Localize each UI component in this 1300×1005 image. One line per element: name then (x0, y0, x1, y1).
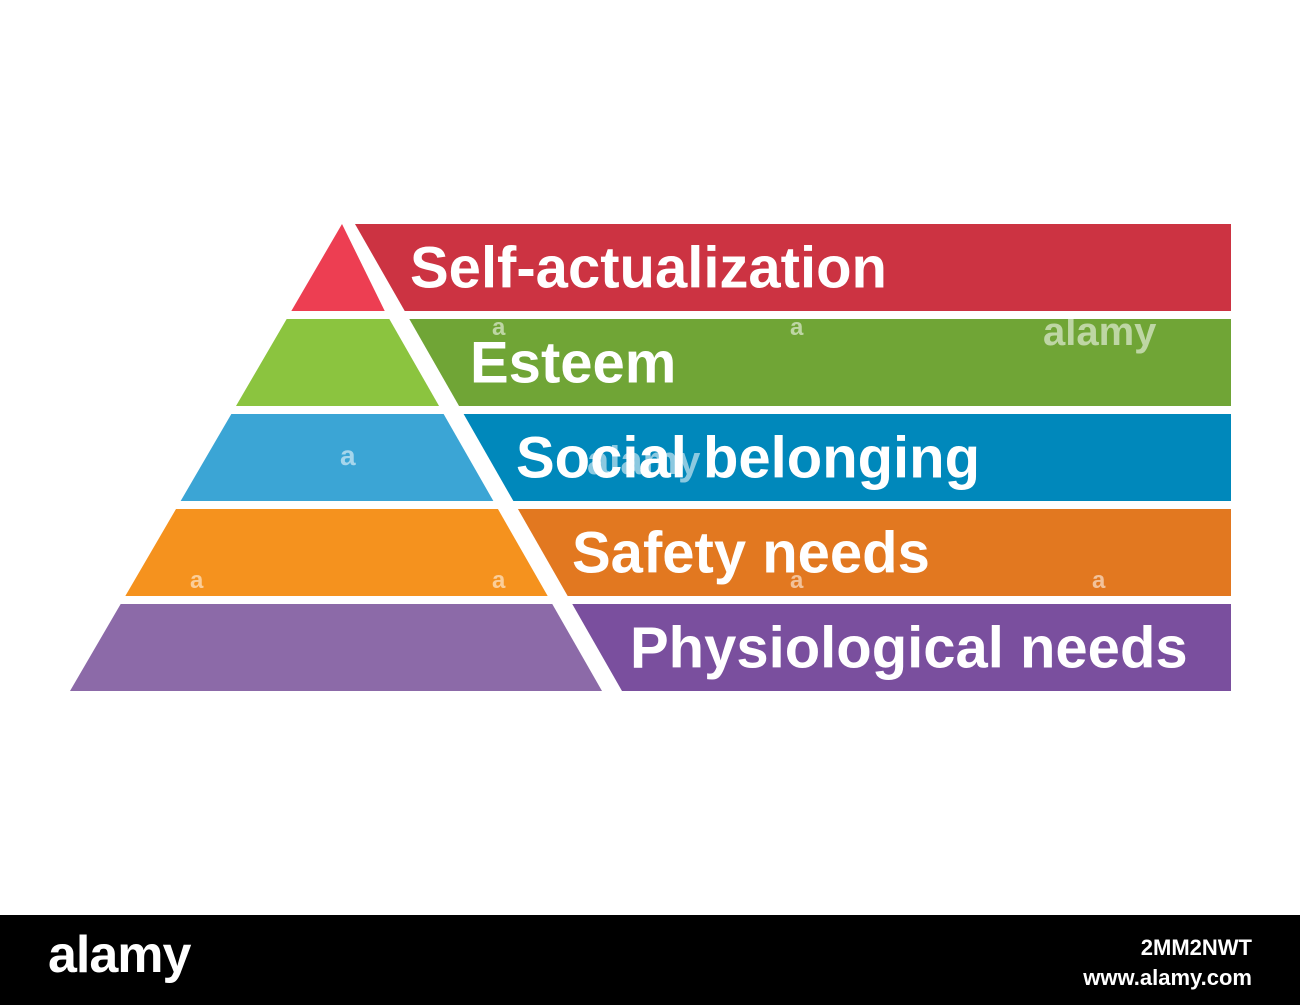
image-id-code: 2MM2NWT (1140, 935, 1252, 960)
watermark-mark: a (790, 314, 804, 341)
watermark-mark: a (492, 567, 506, 594)
label-band-physiological-needs (572, 604, 1231, 691)
watermark-mark: alamy (1043, 310, 1157, 354)
watermark-mark: a (190, 567, 204, 594)
level-label-social-belonging: Social belonging (516, 426, 980, 491)
stock-footer-bar: alamy 2MM2NWT www.alamy.com (0, 915, 1300, 1005)
pyramid-level-physiological-needs: Physiological needs (70, 604, 1231, 691)
level-label-safety-needs: Safety needs (572, 521, 930, 586)
pyramid-level-social-belonging: Social belonging (180, 414, 1232, 501)
label-band-social-belonging (463, 414, 1232, 501)
watermark-mark: a (340, 440, 356, 471)
pyramid-segment-physiological-needs (70, 604, 602, 691)
pyramid-level-safety-needs: Safety needs (125, 509, 1231, 596)
watermark-overlay: alamy alamy a a a a a a a (190, 310, 1157, 594)
watermark-mark: a (790, 567, 804, 594)
pyramid-segment-social-belonging (180, 414, 494, 501)
pyramid-level-self-actualization: Self-actualization (291, 224, 1231, 311)
alamy-logo: alamy (48, 926, 191, 984)
pyramid-segment-self-actualization (291, 224, 385, 311)
pyramid-segment-safety-needs (125, 509, 548, 596)
watermark-mark: alamy (587, 439, 701, 483)
label-band-esteem (409, 319, 1231, 406)
level-label-esteem: Esteem (470, 331, 676, 396)
watermark-mark: a (1092, 567, 1106, 594)
watermark-mark: a (492, 314, 506, 341)
level-label-physiological-needs: Physiological needs (630, 616, 1188, 681)
level-label-self-actualization: Self-actualization (410, 236, 887, 301)
label-band-self-actualization (355, 224, 1231, 311)
pyramid-level-esteem: Esteem (235, 319, 1231, 406)
label-band-safety-needs (517, 509, 1231, 596)
pyramid-segment-esteem (235, 319, 440, 406)
alamy-url: www.alamy.com (1083, 965, 1252, 990)
